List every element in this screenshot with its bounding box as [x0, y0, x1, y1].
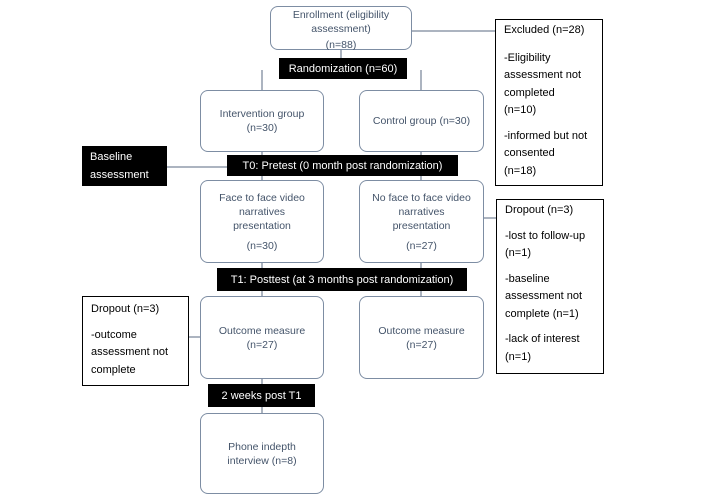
- outcome-intervention-label: Outcome measure: [218, 325, 306, 337]
- face-to-face-line3: presentation: [233, 219, 291, 232]
- no-face-to-face-count: (n=27): [406, 239, 437, 252]
- no-face-to-face-line2: narratives: [398, 205, 445, 218]
- dropout-right-item1: -lost to follow-up (n=1): [505, 229, 586, 260]
- dropout-left-title: Dropout (n=3): [91, 303, 160, 315]
- excluded-box: Excluded (n=28) -Eligibility assessment …: [495, 19, 603, 186]
- excluded-item2: -informed but not consented: [504, 129, 588, 160]
- randomization-bar: Randomization (n=60): [279, 58, 407, 79]
- face-to-face-box: Face to face video narratives presentati…: [200, 180, 324, 263]
- excluded-item1-count: (n=10): [504, 104, 537, 116]
- no-face-to-face-line3: presentation: [392, 219, 451, 232]
- intervention-group-box: Intervention group (n=30): [200, 90, 324, 152]
- excluded-item2-count: (n=18): [504, 164, 537, 177]
- baseline-line2: assessment: [90, 169, 149, 181]
- baseline-line1: Baseline: [90, 151, 133, 163]
- intervention-group-label: Intervention group: [219, 108, 305, 120]
- pretest-bar: T0: Pretest (0 month post randomization): [227, 155, 458, 176]
- enrollment-box: Enrollment (eligibility assessment) (n=8…: [270, 6, 412, 51]
- excluded-item1: -Eligibility assessment not completed: [504, 51, 582, 99]
- dropout-left-item1: -outcome assessment not complete: [91, 328, 169, 376]
- posttest-bar: T1: Posttest (at 3 months post randomiza…: [217, 268, 467, 291]
- two-weeks-bar: 2 weeks post T1: [208, 384, 315, 407]
- excluded-title: Excluded (n=28): [504, 24, 585, 36]
- outcome-intervention-box: Outcome measure (n=27): [200, 296, 324, 379]
- control-group-box: Control group (n=30): [359, 90, 484, 152]
- outcome-control-label: Outcome measure: [378, 325, 465, 337]
- outcome-control-box: Outcome measure (n=27): [359, 296, 484, 379]
- phone-interview-line2: interview (n=8): [227, 454, 297, 467]
- dropout-right-item3: -lack of interest (n=1): [505, 333, 580, 363]
- face-to-face-line2: narratives: [238, 205, 286, 218]
- face-to-face-count: (n=30): [246, 239, 278, 252]
- outcome-control-count: (n=27): [406, 339, 437, 351]
- no-face-to-face-box: No face to face video narratives present…: [359, 180, 484, 263]
- intervention-group-count: (n=30): [246, 122, 278, 134]
- no-face-to-face-line1: No face to face video: [372, 191, 471, 204]
- face-to-face-line1: Face to face video: [219, 191, 305, 204]
- control-group-label: Control group (n=30): [372, 115, 471, 127]
- enrollment-line1: Enrollment (eligibility: [292, 9, 390, 21]
- baseline-assessment-box: Baseline assessment: [82, 146, 167, 186]
- dropout-right-item2: -baseline assessment not complete (n=1): [505, 272, 583, 320]
- enrollment-count: (n=88): [325, 39, 357, 51]
- phone-interview-box: Phone indepth interview (n=8): [200, 413, 324, 494]
- phone-interview-line1: Phone indepth: [228, 440, 296, 453]
- enrollment-line2: assessment): [311, 23, 371, 35]
- outcome-intervention-count: (n=27): [246, 339, 278, 351]
- dropout-left-box: Dropout (n=3) -outcome assessment not co…: [82, 296, 189, 386]
- dropout-right-box: Dropout (n=3) -lost to follow-up (n=1) -…: [496, 199, 604, 374]
- dropout-right-title: Dropout (n=3): [505, 204, 574, 216]
